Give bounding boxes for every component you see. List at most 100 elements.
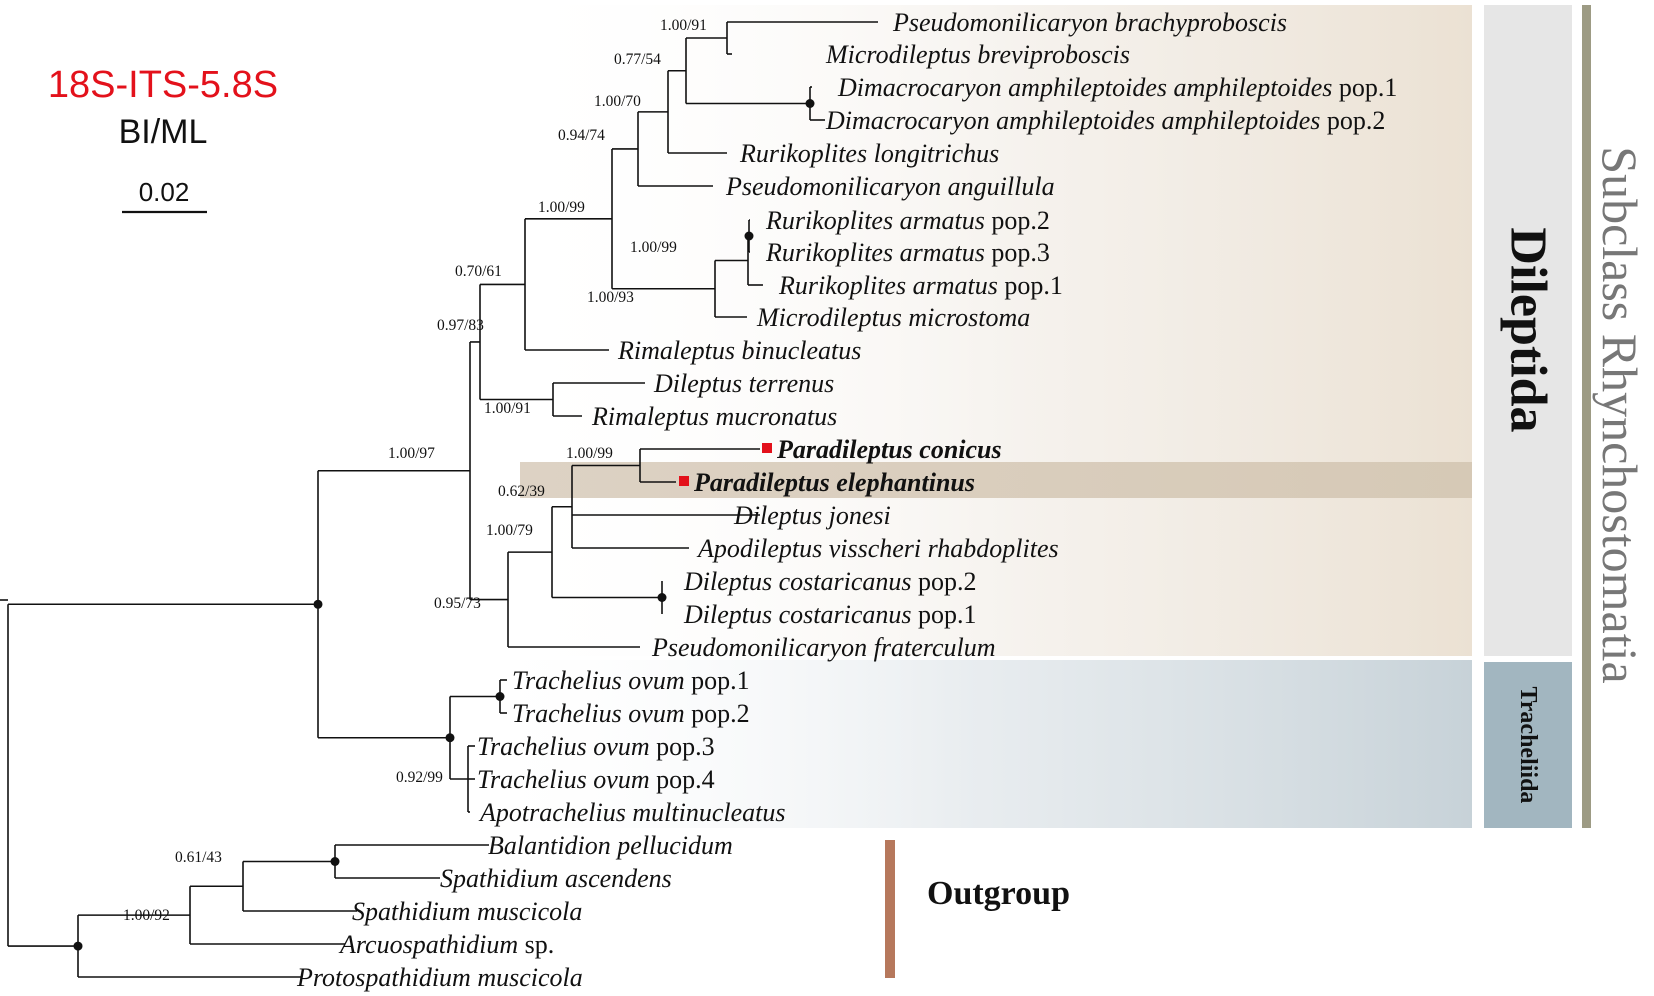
outgroup-bar	[885, 840, 895, 978]
support-value: 0.92/99	[396, 769, 443, 786]
taxon-name: Microdileptus microstoma	[756, 303, 1030, 332]
support-value: 0.62/39	[498, 483, 545, 500]
taxon-label: Rurikoplites armatus pop.3	[765, 238, 1050, 267]
taxon-name: Trachelius ovum	[477, 732, 650, 761]
taxon-label: Trachelius ovum pop.4	[477, 765, 715, 794]
node-dot	[330, 857, 340, 866]
taxon-name: Dileptus terrenus	[653, 369, 834, 398]
taxon-suffix: pop.1	[685, 666, 750, 695]
support-value: 1.00/97	[388, 445, 435, 462]
new-species-highlight	[520, 462, 1472, 498]
new-species-marker	[762, 443, 772, 453]
taxon-label: Trachelius ovum pop.1	[512, 666, 750, 695]
taxon-name: Protospathidium muscicola	[296, 963, 583, 992]
taxon-label: Spathidium ascendens	[440, 864, 672, 893]
taxon-name: Dileptus costaricanus	[683, 567, 912, 596]
taxon-name: Rurikoplites longitrichus	[739, 139, 999, 168]
taxon-name: Rurikoplites armatus	[778, 271, 998, 300]
taxon-label: Pseudomonilicaryon fraterculum	[651, 633, 995, 662]
tracheliida-background	[465, 660, 1472, 828]
taxon-name: Paradileptus conicus	[776, 435, 1002, 464]
taxon-label: Spathidium muscicola	[352, 897, 582, 926]
taxon-name: Rurikoplites armatus	[765, 238, 985, 267]
support-value: 0.61/43	[175, 849, 222, 866]
taxon-label: Rurikoplites longitrichus	[739, 139, 999, 168]
taxon-label: Protospathidium muscicola	[296, 963, 583, 992]
taxon-suffix: pop.2	[1320, 106, 1385, 135]
taxon-label: Trachelius ovum pop.2	[512, 699, 750, 728]
taxon-name: Trachelius ovum	[477, 765, 650, 794]
taxon-name: Trachelius ovum	[512, 699, 685, 728]
taxon-labels: Pseudomonilicaryon brachyproboscisMicrod…	[296, 8, 1397, 992]
support-value: 1.00/79	[486, 522, 533, 539]
dileptida-bar	[1484, 5, 1572, 656]
taxon-label: Pseudomonilicaryon brachyproboscis	[892, 8, 1287, 37]
taxon-suffix: pop.2	[985, 206, 1050, 235]
taxon-name: Pseudomonilicaryon brachyproboscis	[892, 8, 1287, 37]
taxon-suffix: pop.1	[1332, 73, 1397, 102]
taxon-name: Dileptus jonesi	[733, 501, 891, 530]
taxon-name: Arcuospathidium	[338, 930, 518, 959]
taxon-label: Trachelius ovum pop.3	[477, 732, 715, 761]
taxon-label: Dileptus costaricanus pop.2	[683, 567, 977, 596]
taxon-name: Rimaleptus mucronatus	[591, 402, 837, 431]
taxon-label: Rimaleptus mucronatus	[591, 402, 837, 431]
taxon-name: Apodileptus visscheri rhabdoplites	[696, 534, 1059, 563]
taxon-name: Spathidium muscicola	[352, 897, 582, 926]
support-value: 0.97/83	[437, 317, 484, 334]
taxon-suffix: sp.	[518, 930, 554, 959]
taxon-suffix: pop.4	[650, 765, 715, 794]
taxon-suffix: pop.2	[685, 699, 750, 728]
support-value: 1.00/93	[587, 289, 634, 306]
taxon-name: Dimacrocaryon amphileptoides amphileptoi…	[825, 106, 1320, 135]
node-dot	[495, 692, 505, 701]
taxon-name: Dileptus costaricanus	[683, 600, 912, 629]
taxon-name: Pseudomonilicaryon fraterculum	[651, 633, 995, 662]
taxon-label: Paradileptus elephantinus	[693, 468, 975, 497]
taxon-suffix: pop.1	[912, 600, 977, 629]
support-value: 1.00/99	[630, 239, 677, 256]
node-dot	[744, 231, 754, 241]
taxon-label: Dileptus costaricanus pop.1	[683, 600, 977, 629]
dileptida-label: Dileptida	[1500, 227, 1557, 432]
node-dot	[805, 99, 815, 108]
taxon-name: Trachelius ovum	[512, 666, 685, 695]
taxon-label: Rurikoplites armatus pop.2	[765, 206, 1050, 235]
taxon-label: Dileptus terrenus	[653, 369, 834, 398]
support-value: 1.00/91	[484, 400, 531, 417]
taxon-label: Apotrachelius multinucleatus	[478, 798, 785, 827]
taxon-name: Pseudomonilicaryon anguillula	[725, 172, 1055, 201]
taxon-name: Rimaleptus binucleatus	[617, 336, 861, 365]
taxon-name: Microdileptus breviproboscis	[825, 40, 1130, 69]
tracheliida-bar	[1484, 662, 1572, 828]
tree-branches	[0, 21, 878, 978]
taxon-label: Microdileptus microstoma	[756, 303, 1030, 332]
taxon-suffix: pop.1	[998, 271, 1063, 300]
outgroup-label: Outgroup	[927, 875, 1070, 912]
taxon-label: Paradileptus conicus	[776, 435, 1002, 464]
taxon-name: Paradileptus elephantinus	[693, 468, 975, 497]
taxon-label: Balantidion pellucidum	[488, 831, 733, 860]
taxon-label: Dileptus jonesi	[733, 501, 891, 530]
subclass-bar	[1582, 5, 1591, 828]
taxon-name: Apotrachelius multinucleatus	[478, 798, 785, 827]
taxon-label: Apodileptus visscheri rhabdoplites	[696, 534, 1059, 563]
taxon-name: Balantidion pellucidum	[488, 831, 733, 860]
support-value: 1.00/92	[123, 907, 170, 924]
taxon-name: Spathidium ascendens	[440, 864, 672, 893]
taxon-label: Rurikoplites armatus pop.1	[778, 271, 1063, 300]
support-values: 1.00/910.77/541.00/700.94/741.00/991.00/…	[123, 17, 707, 924]
support-value: 1.00/99	[538, 199, 585, 216]
taxon-label: Pseudomonilicaryon anguillula	[725, 172, 1055, 201]
taxon-label: Arcuospathidium sp.	[338, 930, 554, 959]
support-value: 1.00/91	[660, 17, 707, 34]
support-value: 0.77/54	[614, 51, 661, 68]
support-value: 0.70/61	[455, 263, 502, 280]
tracheliida-label: Tracheliida	[1515, 687, 1541, 804]
taxon-label: Microdileptus breviproboscis	[825, 40, 1130, 69]
node-dot	[445, 733, 455, 743]
support-value: 0.94/74	[558, 127, 605, 144]
taxon-label: Dimacrocaryon amphileptoides amphileptoi…	[825, 106, 1385, 135]
taxon-label: Rimaleptus binucleatus	[617, 336, 861, 365]
